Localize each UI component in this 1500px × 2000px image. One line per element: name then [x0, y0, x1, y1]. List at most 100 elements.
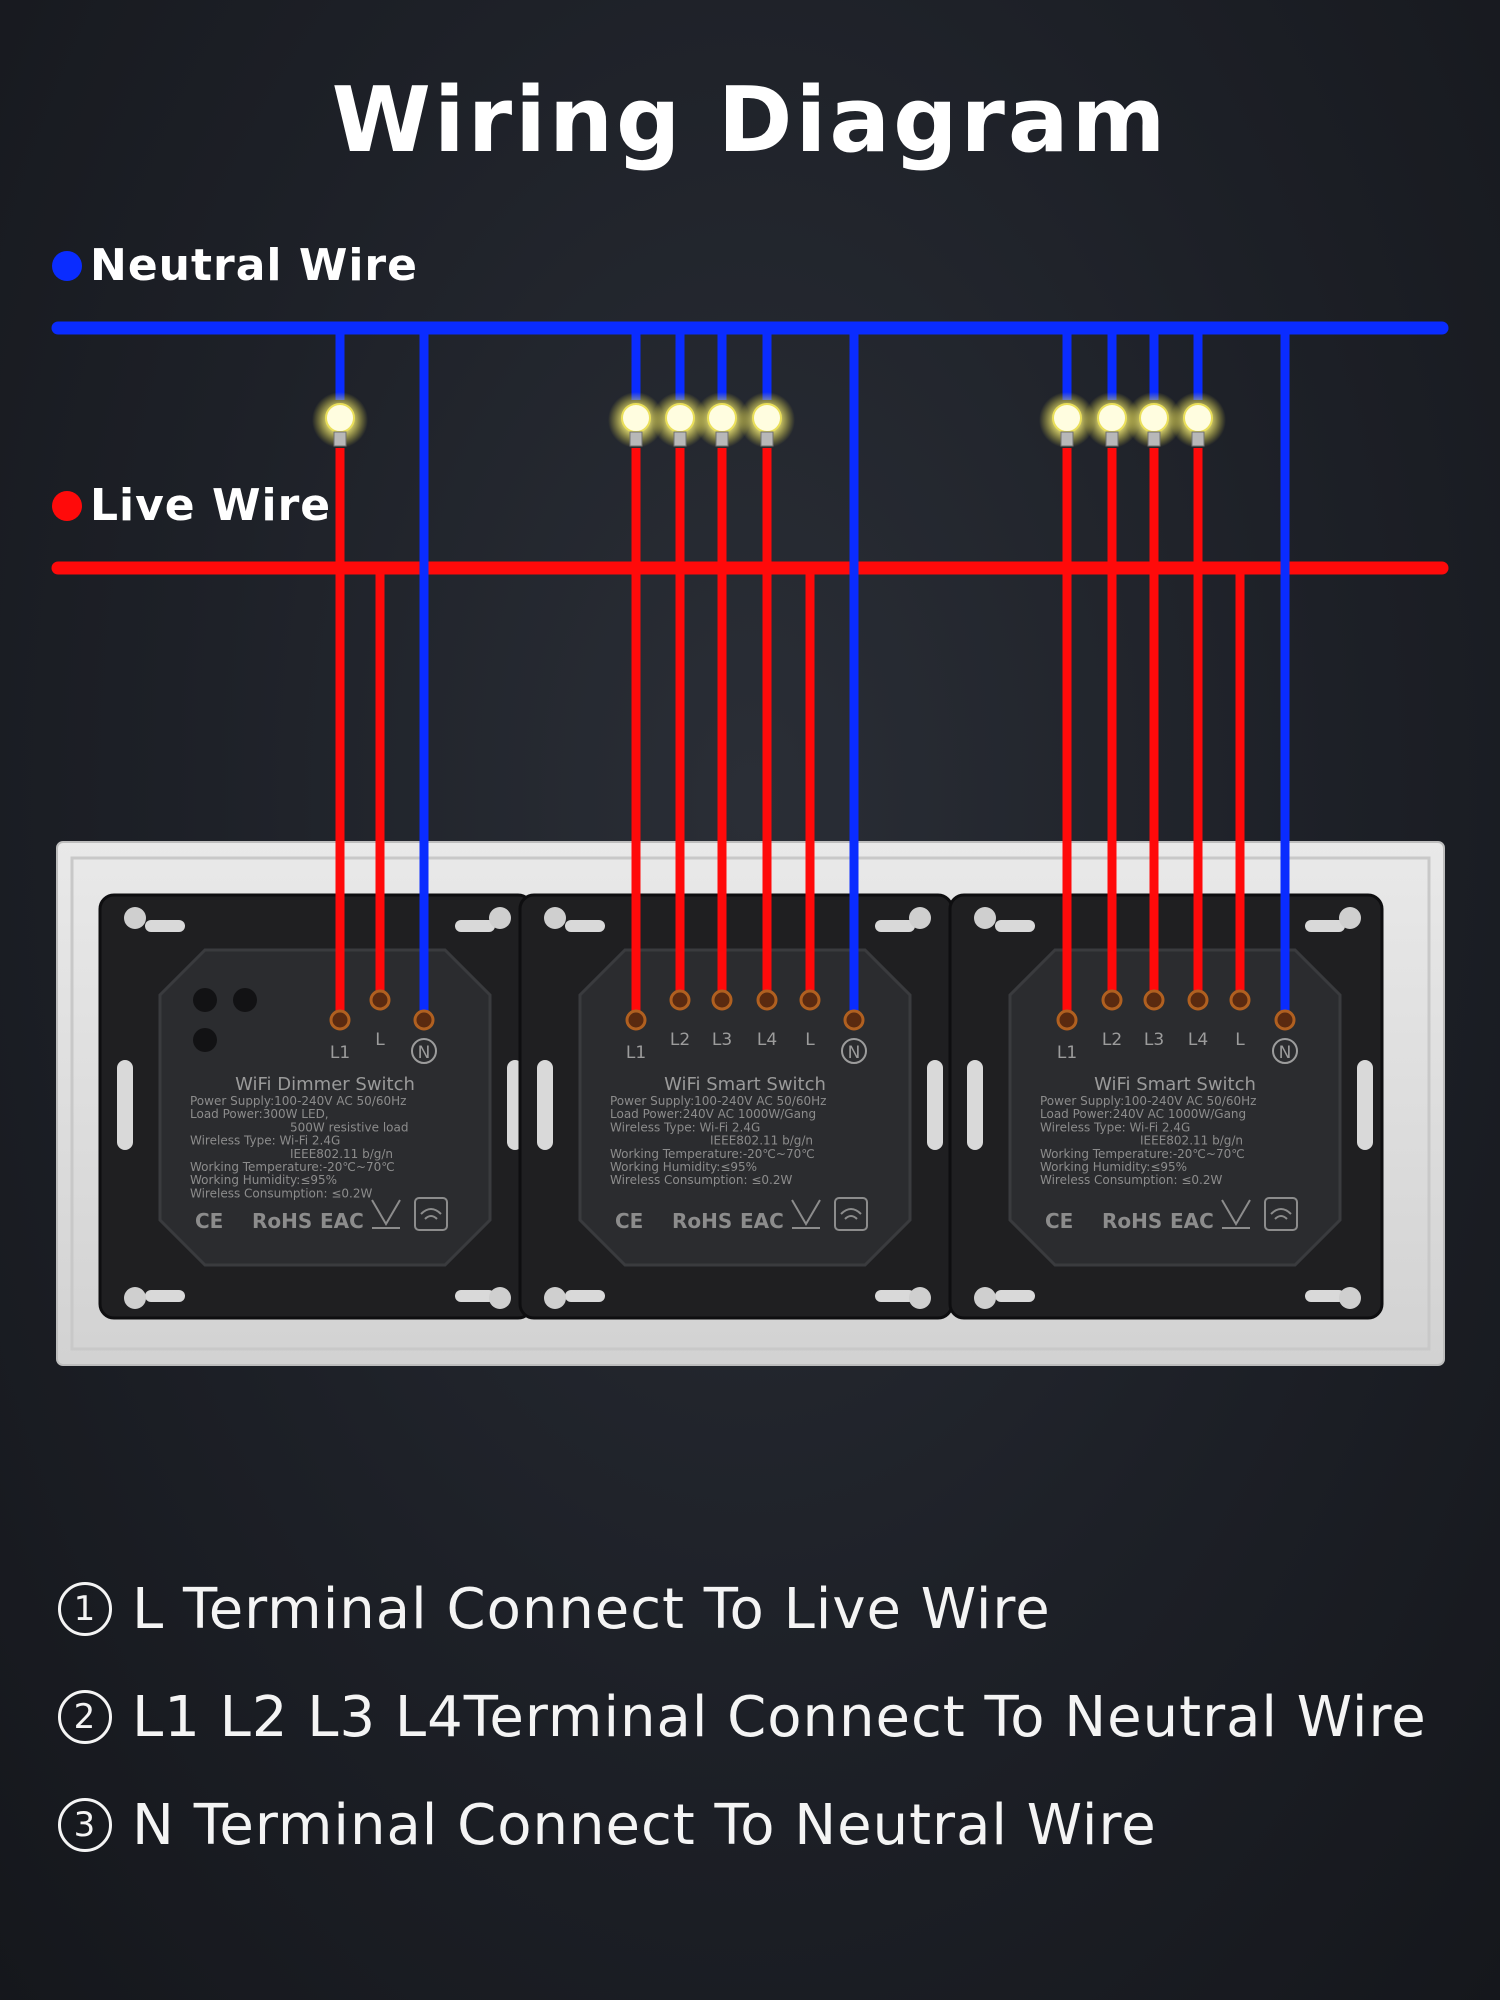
terminal-hole	[193, 1028, 217, 1052]
terminal-label: L	[375, 1030, 385, 1050]
bulb-glass	[1183, 403, 1213, 433]
lightbulb-icon	[1170, 392, 1226, 448]
module-spec: Working Humidity:≤95%	[1040, 1160, 1187, 1174]
live-dot-icon	[52, 490, 82, 521]
module-spec: Wireless Type: Wi-Fi 2.4G	[190, 1134, 340, 1148]
frame-slot	[145, 920, 185, 932]
frame-slot	[927, 1060, 943, 1150]
terminal-hole	[233, 988, 257, 1012]
terminal-label: N	[848, 1043, 861, 1063]
certification-mark: RoHS	[1102, 1209, 1162, 1233]
terminal-screw	[1056, 1009, 1078, 1031]
terminal-screw	[843, 1009, 865, 1031]
module-spec: Load Power:300W LED,	[190, 1107, 329, 1121]
lightbulb-icon	[608, 392, 664, 448]
terminal-n-ring	[411, 1038, 437, 1064]
bulb-base	[715, 431, 729, 447]
lightbulb-icon	[1084, 392, 1140, 448]
module-spec: Power Supply:100-240V AC 50/60Hz	[190, 1094, 406, 1108]
module-spec: Power Supply:100-240V AC 50/60Hz	[610, 1094, 826, 1108]
module-name: WiFi Dimmer Switch	[235, 1074, 415, 1095]
bulb-base	[1060, 431, 1074, 447]
terminal-label: L3	[1144, 1030, 1164, 1050]
terminal-screw	[1143, 989, 1165, 1011]
wifi-icon	[840, 1208, 862, 1220]
instruction-text: L1 L2 L3 L4Terminal Connect To Neutral W…	[132, 1684, 1427, 1750]
frame-slot	[565, 920, 605, 932]
terminal-label: L4	[1188, 1030, 1208, 1050]
screw-hole	[1339, 1287, 1361, 1309]
module-body	[578, 948, 912, 1267]
frame-slot	[117, 1060, 133, 1150]
wifi-icon	[834, 1197, 868, 1231]
bulb-glass	[752, 403, 782, 433]
terminal-label: L	[1235, 1030, 1245, 1050]
frame-slot	[1305, 920, 1345, 932]
bulb-glass	[1139, 403, 1169, 433]
screw-hole	[544, 1287, 566, 1309]
module-spec: Wireless Consumption: ≤0.2W	[190, 1186, 372, 1200]
terminal-label: L3	[712, 1030, 732, 1050]
frame-slot	[995, 1290, 1035, 1302]
certification-mark: RoHS	[252, 1209, 312, 1233]
legend-live: Live Wire	[52, 480, 331, 531]
bulb-base	[1105, 431, 1119, 447]
frame-slot	[875, 920, 915, 932]
bulb-glass	[621, 403, 651, 433]
screw-hole	[489, 907, 511, 929]
module-body	[158, 948, 492, 1267]
terminal-screw	[1229, 989, 1251, 1011]
lightbulb-icon	[694, 392, 750, 448]
certification-mark: CE	[615, 1209, 643, 1233]
certification-mark: CE	[195, 1209, 223, 1233]
wifi-icon	[420, 1208, 442, 1220]
terminal-n-ring	[841, 1038, 867, 1064]
instructions-list: 1 L Terminal Connect To Live Wire 2 L1 L…	[58, 1555, 1427, 1879]
certification-mark: RoHS	[672, 1209, 732, 1233]
bulb-base	[629, 431, 643, 447]
instruction-3: 3 N Terminal Connect To Neutral Wire	[58, 1771, 1427, 1879]
instruction-2: 2 L1 L2 L3 L4Terminal Connect To Neutral…	[58, 1663, 1427, 1771]
terminal-screw	[799, 989, 821, 1011]
certification-mark: CE	[1045, 1209, 1073, 1233]
wifi-icon	[414, 1197, 448, 1231]
frame-slot	[1357, 1060, 1373, 1150]
terminal-label: N	[418, 1043, 431, 1063]
module-spec: Wireless Type: Wi-Fi 2.4G	[1040, 1120, 1190, 1134]
instruction-text: N Terminal Connect To Neutral Wire	[132, 1792, 1157, 1858]
terminal-screw	[1187, 989, 1209, 1011]
wifi-icon	[1264, 1197, 1298, 1231]
instruction-number: 2	[58, 1690, 112, 1744]
frame-slot	[145, 1290, 185, 1302]
instruction-text: L Terminal Connect To Live Wire	[132, 1576, 1051, 1642]
certification-mark: EAC	[1170, 1209, 1214, 1233]
terminal-screw	[329, 1009, 351, 1031]
bulb-glass	[325, 403, 355, 433]
module-spec: Working Temperature:-20℃~70℃	[610, 1147, 815, 1161]
module-spec: Power Supply:100-240V AC 50/60Hz	[1040, 1094, 1256, 1108]
module-spec: IEEE802.11 b/g/n	[1140, 1134, 1243, 1148]
lightbulb-icon	[652, 392, 708, 448]
frame-slot	[995, 920, 1035, 932]
lightbulb-icon	[1126, 392, 1182, 448]
weee-bin-icon	[1221, 1199, 1251, 1229]
module-name: WiFi Smart Switch	[1094, 1074, 1256, 1095]
terminal-screw	[625, 1009, 647, 1031]
terminal-screw	[711, 989, 733, 1011]
bulb-glass	[1097, 403, 1127, 433]
lightbulb-icon	[739, 392, 795, 448]
lightbulb-icon	[1039, 392, 1095, 448]
legend-neutral-label: Neutral Wire	[90, 240, 418, 291]
terminal-screw	[756, 989, 778, 1011]
module-spec: 500W resistive load	[290, 1120, 408, 1134]
screw-hole	[124, 907, 146, 929]
terminal-label: L1	[1057, 1043, 1077, 1063]
terminal-label: L1	[330, 1043, 350, 1063]
terminal-label: L1	[626, 1043, 646, 1063]
bulb-glass	[707, 403, 737, 433]
module-spec: Working Temperature:-20℃~70℃	[190, 1160, 395, 1174]
lightbulb-icon	[312, 392, 368, 448]
